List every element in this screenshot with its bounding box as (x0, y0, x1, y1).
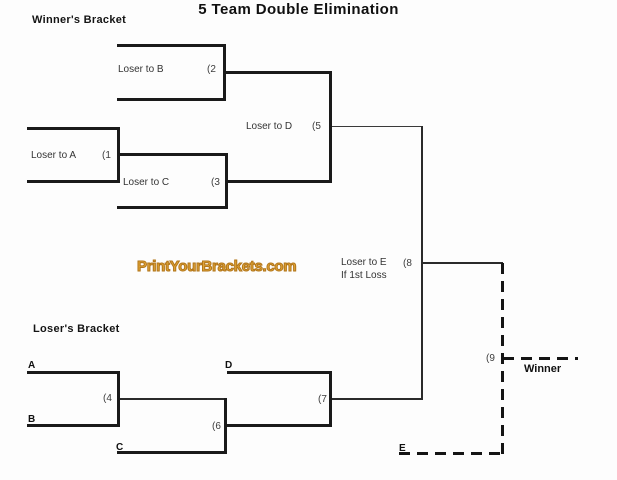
game8-label-line1: Loser to E (341, 257, 387, 268)
wb-game1-number: (1 (102, 150, 111, 161)
game9-number: (9 (486, 353, 495, 364)
lb-slot-d-label: D (225, 360, 233, 371)
page-title: 5 Team Double Elimination (198, 1, 399, 18)
watermark-logo-text: PrintYourBrackets.com (136, 258, 297, 276)
losers-bracket-heading: Loser's Bracket (33, 323, 120, 335)
wb-game2-number: (2 (207, 64, 216, 75)
wb-game5-number: (5 (312, 121, 321, 132)
wb-game5-output-line (332, 126, 423, 127)
lb-slot-a-line (27, 371, 120, 374)
lb-slot-b-label: B (28, 414, 36, 425)
lb-game6-right-line (224, 398, 227, 454)
wb-game1-bottom-line (27, 180, 120, 183)
lb-game6-number: (6 (212, 421, 221, 432)
wb-game3-label: Loser to C (123, 177, 170, 188)
wb-game3-bottom-line (117, 206, 228, 209)
wb-game2-top-line (117, 44, 226, 47)
lb-game7-output-line (332, 398, 421, 400)
lb-game4-number: (4 (103, 393, 112, 404)
lb-slot-a-label: A (28, 360, 36, 371)
wb-game1-top-line (27, 127, 120, 130)
game8-number: (8 (403, 258, 412, 269)
winner-label: Winner (524, 363, 562, 375)
lb-game7-number: (7 (318, 394, 327, 405)
wb-game2-output-line (223, 71, 332, 74)
game9-right-dashed-line (501, 263, 504, 454)
wb-game2-bottom-line (117, 98, 226, 101)
wb-game1-label: Loser to A (31, 150, 77, 161)
lb-slot-b-line (27, 424, 120, 427)
wb-game5-label: Loser to D (246, 121, 293, 132)
winners-bracket-heading: Winner's Bracket (32, 14, 127, 26)
game9-output-dashed-line (503, 357, 578, 360)
lb-game6-output-line (227, 424, 331, 427)
lb-game4-right-line (117, 371, 120, 427)
lb-game7-right-line (329, 371, 332, 427)
game8-right-line (421, 126, 423, 400)
lb-game4-output-line (120, 398, 225, 400)
wb-game1-output-line (117, 153, 228, 156)
lb-slot-c-label: C (116, 442, 124, 453)
lb-slot-d-line (227, 371, 332, 374)
wb-game3-output-line (225, 180, 332, 183)
lb-slot-c-line (117, 451, 227, 454)
game8-label-line2: If 1st Loss (341, 270, 387, 281)
game8-output-line (423, 262, 503, 264)
slot-e-dashed-line (399, 452, 503, 455)
wb-game2-label: Loser to B (118, 64, 164, 75)
wb-game3-number: (3 (211, 177, 220, 188)
wb-game5-right-line (329, 71, 332, 183)
lb-slot-e-label: E (399, 443, 406, 454)
